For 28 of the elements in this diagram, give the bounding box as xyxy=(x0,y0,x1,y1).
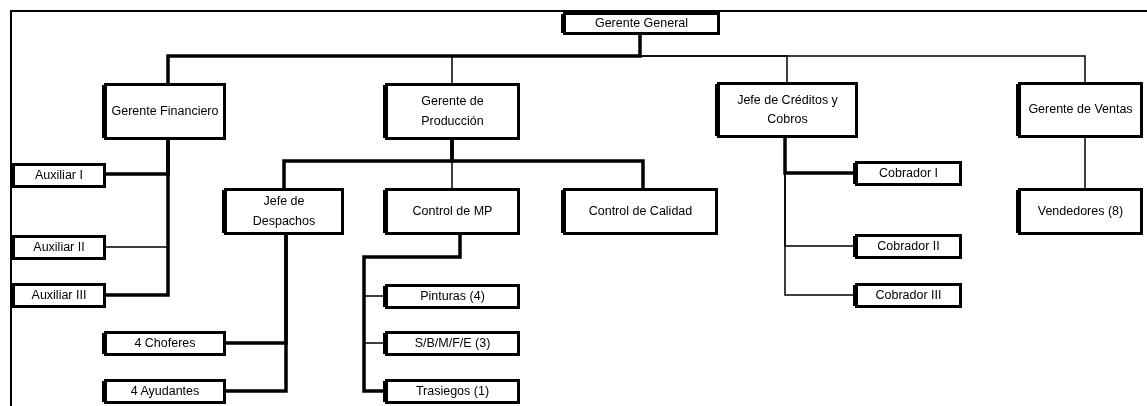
org-box: Jefe de Créditos y Cobros xyxy=(717,82,858,138)
org-box: Control de MP xyxy=(385,188,520,235)
org-box: Trasiegos (1) xyxy=(385,379,520,404)
connector-line xyxy=(784,137,856,296)
org-box: Gerente de Producción xyxy=(385,83,520,140)
org-box: Cobrador II xyxy=(855,234,962,259)
org-box: 4 Ayudantes xyxy=(104,379,226,404)
org-box: Vendedores (8) xyxy=(1018,188,1143,235)
connector-line xyxy=(106,140,170,297)
org-box: Cobrador I xyxy=(855,161,962,186)
org-box: S/B/M/F/E (3) xyxy=(385,331,520,356)
org-box: Control de Calidad xyxy=(563,188,718,235)
org-box: Jefe de Despachos xyxy=(224,188,344,235)
org-box: 4 Choferes xyxy=(104,331,226,356)
connector-line xyxy=(166,35,642,83)
connector-line xyxy=(1084,137,1086,189)
org-box: Gerente Financiero xyxy=(104,83,226,140)
org-box: Gerente de Ventas xyxy=(1018,82,1143,138)
org-box: Cobrador III xyxy=(855,283,962,308)
org-box: Auxiliar I xyxy=(12,163,106,188)
connector-line xyxy=(783,138,855,175)
org-box: Pinturas (4) xyxy=(385,284,520,309)
connector-line xyxy=(226,235,288,393)
org-box: Auxiliar III xyxy=(12,283,106,308)
org-box: Auxiliar II xyxy=(12,235,106,260)
connector-line xyxy=(450,140,645,188)
connector-line xyxy=(362,235,462,393)
org-box: Gerente General xyxy=(563,12,720,35)
